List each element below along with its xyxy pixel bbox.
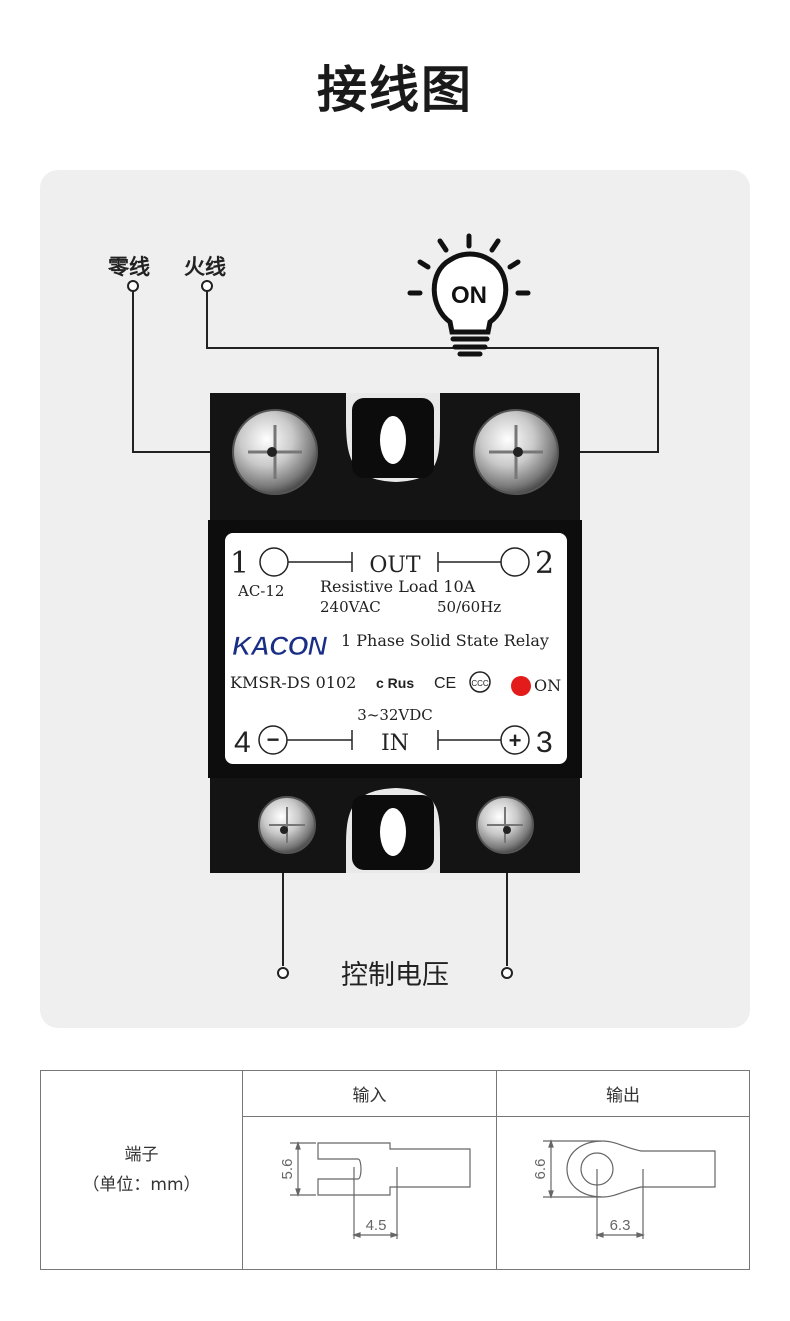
frequency: 50/60Hz xyxy=(437,598,501,616)
model-number: KMSR-DS 0102 xyxy=(230,673,356,692)
out-terminal-2-number: 2 xyxy=(535,546,554,581)
terminal-row-label: 端子 （单位：mm） xyxy=(40,1070,243,1270)
kacon-logo: KACON xyxy=(232,631,329,662)
live-wire-label: 火线 xyxy=(184,255,226,279)
relay-description: 1 Phase Solid State Relay xyxy=(341,631,549,650)
bulb-icon xyxy=(407,233,531,357)
wiring-diagram: ON xyxy=(127,233,659,979)
neutral-wire-label: 零线 xyxy=(108,255,150,279)
mount-hole-bottom xyxy=(380,808,406,856)
neutral-terminal-dot xyxy=(127,280,139,292)
input-width-dim: 4.5 xyxy=(365,1217,386,1234)
screw-terminal-1 xyxy=(232,409,318,495)
header-output: 输出 xyxy=(496,1070,750,1117)
terminal-spec-table: 端子 （单位：mm） 输入 输出 xyxy=(40,1070,750,1270)
input-height-dim: 5.6 xyxy=(279,1159,296,1180)
control-plus-dot xyxy=(501,967,513,979)
terminal-label: 端子 xyxy=(124,1145,159,1165)
brand-name: KACON xyxy=(232,631,327,661)
live-wire xyxy=(206,290,659,453)
load-rating: Resistive Load 10A xyxy=(320,577,476,596)
output-terminal-drawing: 6.3 6.6 xyxy=(496,1116,750,1270)
relay-label-plate: 1 OUT 2 AC-12 Resistive Load 10A 240VAC … xyxy=(225,533,567,764)
screw-terminal-3 xyxy=(476,796,534,854)
ccc-mark: CCC xyxy=(471,679,489,688)
out-label: OUT xyxy=(369,553,421,578)
on-led-icon xyxy=(511,676,531,696)
minus-symbol: − xyxy=(267,727,280,752)
ac-voltage: 240VAC xyxy=(320,598,381,616)
header-input: 输入 xyxy=(242,1070,497,1117)
in-label: IN xyxy=(381,731,409,756)
plus-symbol: + xyxy=(509,728,522,753)
in-terminal-3-number: 3 xyxy=(536,726,553,759)
ccc-mark-icon xyxy=(469,671,491,693)
live-terminal-dot xyxy=(201,280,213,292)
out-terminal-1-number: 1 xyxy=(230,546,249,581)
input-voltage: 3~32VDC xyxy=(357,706,433,724)
screw-terminal-4 xyxy=(258,796,316,854)
control-voltage-label: 控制电压 xyxy=(341,960,449,991)
on-indicator-label: ON xyxy=(534,676,561,695)
bulb-on-text: ON xyxy=(451,282,487,309)
in-terminal-4-number: 4 xyxy=(234,726,251,759)
fork-terminal-icon: 4.5 5.6 xyxy=(279,1141,471,1239)
control-minus-dot xyxy=(277,967,289,979)
input-terminal-drawing: 4.5 5.6 xyxy=(242,1116,497,1270)
output-height-dim: 6.6 xyxy=(532,1159,549,1180)
ac-class: AC-12 xyxy=(237,582,284,600)
ce-mark: CE xyxy=(434,675,456,692)
mount-hole-top xyxy=(380,416,406,464)
ring-terminal-icon: 6.3 6.6 xyxy=(532,1139,716,1239)
unit-label: （单位：mm） xyxy=(82,1175,201,1195)
output-width-dim: 6.3 xyxy=(610,1217,631,1234)
ul-mark: c Rus xyxy=(376,675,414,691)
screw-terminal-2 xyxy=(473,409,559,495)
page-title: 接线图 xyxy=(317,61,473,119)
